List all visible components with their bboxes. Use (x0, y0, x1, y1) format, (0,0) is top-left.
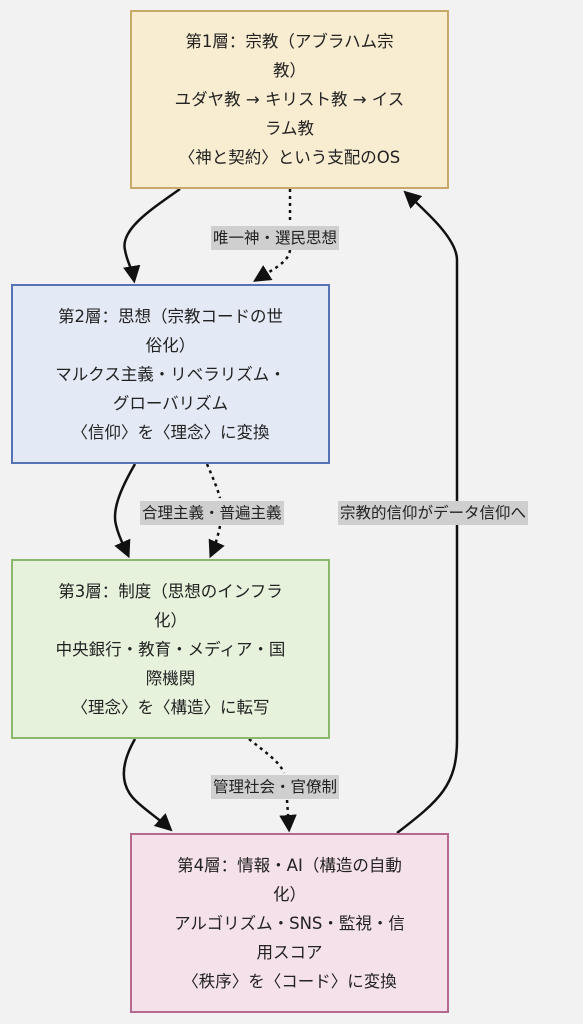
layer3-line: 中央銀行・教育・メディア・国 (55, 639, 286, 659)
edge-label-l4-l1: 宗教的信仰がデータ信仰へ (338, 501, 529, 525)
layer1-line: ラム教 (264, 119, 314, 138)
arrow-l2-to-l3-solid (113, 463, 137, 559)
layer3-line: 際機関 (145, 668, 196, 688)
layer2-line: マルクス主義・リベラリズム・ (55, 364, 286, 384)
layer4-line: アルゴリズム・SNS・監視・信 (174, 913, 405, 933)
layer4-line: 第4層：情報・AI（構造の自動 (177, 855, 402, 875)
layer2-line: 俗化） (145, 335, 196, 355)
arrow-l1-to-l2-solid (123, 187, 181, 284)
layer2-line: グローバリズム (112, 393, 229, 413)
layer4-line: 用スコア (256, 942, 323, 962)
layer2-node[interactable]: 第2層：思想（宗教コードの世 俗化） マルクス主義・リベラリズム・ グローバリズ… (11, 284, 330, 464)
layer3-line: 化） (154, 610, 187, 630)
layer4-line: 化） (273, 884, 306, 904)
layer3-line: 第3層：制度（思想のインフラ (58, 581, 283, 601)
layer3-line: 〈理念〉を〈構造〉に転写 (71, 697, 270, 717)
layer1-line: 第1層：宗教（アブラハム宗 (185, 32, 394, 51)
arrow-l2-to-l3-dotted (207, 463, 220, 555)
layer1-line: ユダヤ教 → キリスト教 → イス (174, 90, 405, 109)
layer2-line: 〈信仰〉を〈理念〉に変換 (71, 422, 270, 442)
layer1-line: 教） (273, 61, 306, 80)
edge-label-l1-l2: 唯一神・選民思想 (211, 226, 340, 250)
edge-label-l3-l4: 管理社会・官僚制 (211, 775, 340, 799)
arrow-l4-to-l1-feedback (396, 190, 459, 834)
edge-label-l2-l3: 合理主義・普遍主義 (140, 501, 284, 525)
layer4-node[interactable]: 第4層：情報・AI（構造の自動 化） アルゴリズム・SNS・監視・信 用スコア … (130, 833, 449, 1013)
layer2-line: 第2層：思想（宗教コードの世 (58, 306, 283, 326)
layer4-line: 〈秩序〉を〈コード〉に変換 (182, 971, 397, 991)
arrow-l3-to-l4-dotted (248, 738, 289, 829)
layer1-line: 〈神と契約〉という支配のOS (178, 148, 401, 167)
layer3-node[interactable]: 第3層：制度（思想のインフラ 化） 中央銀行・教育・メディア・国 際機関 〈理念… (11, 559, 330, 739)
arrow-l3-to-l4-solid (122, 738, 173, 832)
arrow-l1-to-l2-dotted (256, 189, 292, 280)
layer1-node[interactable]: 第1層：宗教（アブラハム宗 教） ユダヤ教 → キリスト教 → イス ラム教 〈… (130, 10, 449, 189)
